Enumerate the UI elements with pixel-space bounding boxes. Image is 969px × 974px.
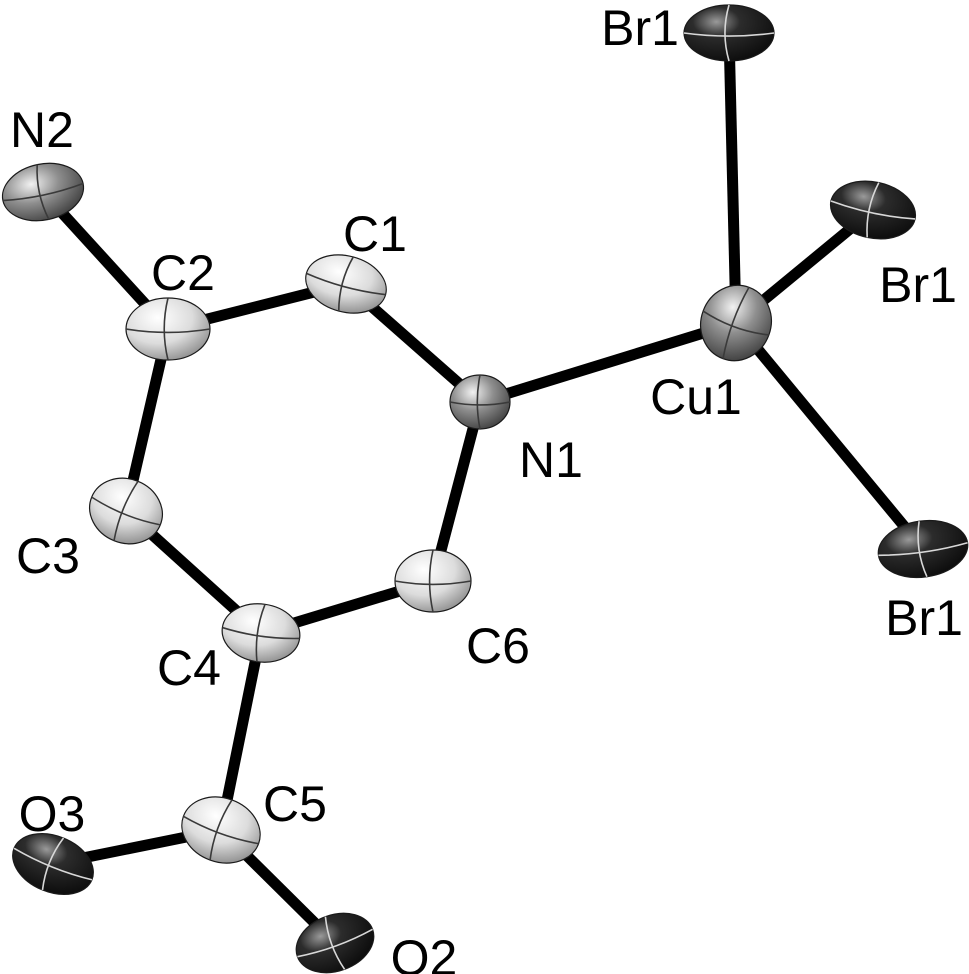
ellipsoid-axis-minor (113, 480, 139, 541)
ellipsoid-axis-minor (324, 916, 346, 970)
atom-ellipsoid (877, 519, 969, 579)
atom-ellipsoid (1, 162, 85, 222)
atom-label-cu1: Cu1 (650, 369, 742, 425)
atom-label-c1: C1 (343, 206, 407, 262)
ellipsoid-axis-minor (337, 256, 354, 312)
atoms-layer (1, 4, 969, 974)
atom-ellipsoid (829, 180, 917, 240)
ellipsoid-axis-major (91, 496, 161, 526)
atom-br1c (877, 519, 969, 579)
ellipsoid-axis-major (183, 815, 259, 845)
atom-label-br1b: Br1 (879, 257, 957, 313)
atom-c4 (221, 603, 301, 663)
atom-n2 (1, 162, 85, 222)
ellipsoid-axis-minor (36, 164, 50, 220)
atom-c3 (89, 477, 163, 545)
bond-c4-c5 (215, 631, 267, 832)
atom-label-br1c: Br1 (885, 590, 963, 646)
bond-cu1-br1c (731, 319, 928, 553)
bond-cu1-br1a (723, 32, 742, 324)
ellipsoid-axis-minor (209, 799, 233, 861)
atom-label-c6: C6 (466, 618, 530, 674)
atom-label-c3: C3 (16, 528, 80, 584)
atom-label-n2: N2 (10, 102, 74, 158)
atom-o3 (12, 833, 94, 895)
atom-ellipsoid (683, 4, 775, 62)
atom-br1a (683, 4, 775, 62)
atom-ellipsoid (394, 549, 472, 613)
ellipsoid-axis-minor (428, 549, 434, 613)
ellipsoid-axis-major (2, 182, 84, 202)
atom-ellipsoid (449, 374, 511, 430)
atom-cu1 (700, 284, 772, 362)
atom-c2 (125, 297, 211, 361)
atom-ellipsoid (305, 254, 387, 314)
atom-label-o3: O3 (19, 786, 86, 842)
atom-label-c2: C2 (151, 245, 215, 301)
ellipsoid-axis-minor (866, 182, 880, 238)
ellipsoid-axis-major (306, 272, 386, 296)
ellipsoid-axis-major (702, 310, 769, 336)
atom-c6 (394, 549, 472, 613)
ellipsoid-axis-major (449, 401, 511, 406)
atom-o2 (295, 912, 375, 974)
atom-label-br1a: Br1 (601, 0, 679, 56)
ellipsoid-axis-major (394, 580, 472, 586)
atom-ellipsoid (125, 297, 211, 361)
bonds-layer (38, 32, 928, 947)
bond-cu1-n1 (478, 317, 738, 408)
atom-br1b (829, 180, 917, 240)
ellipsoid-axis-major (125, 328, 211, 334)
ellipsoid-axis-major (222, 626, 300, 640)
ellipsoid-axis-minor (476, 374, 481, 430)
ellipsoid-axis-minor (255, 603, 266, 662)
atom-label-n1: N1 (519, 432, 583, 488)
ellipsoid-axis-major (297, 928, 373, 958)
atom-n1 (449, 374, 511, 430)
ellipsoid-axis-major (13, 847, 93, 881)
atom-label-c5: C5 (263, 776, 327, 832)
ellipsoid-axis-minor (163, 297, 169, 361)
atom-label-c4: C4 (157, 640, 221, 696)
atom-c5 (181, 796, 261, 864)
ellipsoid-axis-major (683, 32, 775, 37)
ellipsoid-axis-minor (917, 521, 928, 578)
ellipsoid-axis-minor (724, 4, 730, 62)
ellipsoid-axis-minor (722, 286, 750, 359)
ellipsoid-axis-major (830, 200, 916, 220)
atom-label-o2: O2 (391, 930, 458, 974)
ellipsoid-axis-major (878, 541, 968, 557)
atom-c1 (305, 254, 387, 314)
ellipsoid-axis-minor (41, 837, 65, 891)
